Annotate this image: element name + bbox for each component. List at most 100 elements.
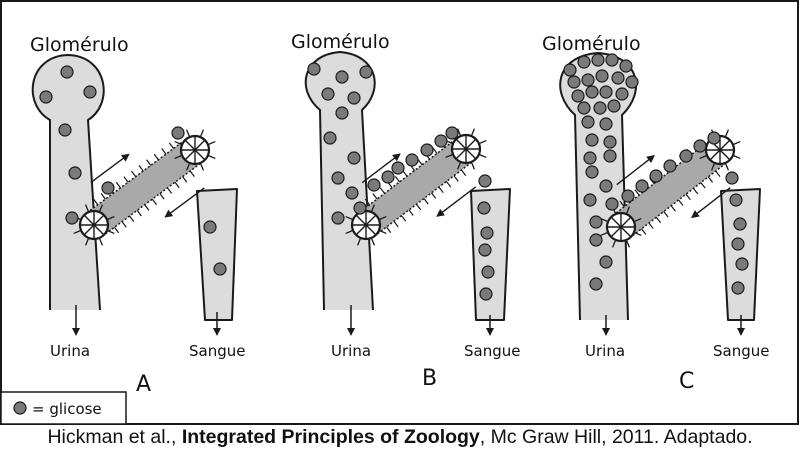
glucose-dot-icon bbox=[729, 193, 743, 207]
glucose-dot-icon bbox=[735, 257, 749, 271]
transporter-wheel-icon bbox=[73, 204, 115, 246]
carrier-tick bbox=[670, 205, 676, 212]
glucose-dot-icon bbox=[571, 89, 585, 103]
flow-arrow-up bbox=[616, 155, 655, 186]
carrier-tick bbox=[393, 220, 399, 228]
glucose-dot-icon bbox=[420, 143, 434, 157]
legend-text: = glicose bbox=[32, 400, 102, 418]
glucose-dot-icon bbox=[583, 151, 597, 165]
carrier-tick bbox=[408, 209, 414, 216]
carrier-tick bbox=[415, 203, 422, 211]
glucose-dot-icon bbox=[589, 233, 603, 247]
carrier-tick bbox=[146, 159, 152, 166]
glucose-dot-icon bbox=[649, 169, 663, 183]
panel-a-blood-label: Sangue bbox=[189, 342, 245, 360]
glucose-dot-icon bbox=[625, 75, 639, 89]
carrier-tick bbox=[167, 187, 173, 194]
carrier-tick bbox=[159, 193, 165, 200]
credit-suffix: , Mc Graw Hill, 2011. Adaptado. bbox=[479, 426, 753, 448]
flow-arrow-down bbox=[436, 186, 477, 217]
panel-b-glucose-dots bbox=[307, 62, 495, 301]
carrier-tick bbox=[182, 176, 188, 183]
glucose-dot-icon bbox=[478, 243, 492, 257]
legend: = glicose bbox=[0, 391, 127, 425]
carrier-tick bbox=[432, 147, 438, 154]
glucose-dot-icon bbox=[599, 179, 613, 193]
glucose-dot-icon bbox=[13, 401, 27, 415]
panel-b-transport-carrier bbox=[345, 128, 487, 246]
panel-b-capillary bbox=[470, 188, 511, 321]
glucose-dot-icon bbox=[347, 151, 361, 165]
carrier-tick bbox=[151, 198, 157, 206]
panel-b: Glomérulo Urina Sangue B bbox=[291, 31, 520, 391]
glucose-dot-icon bbox=[585, 133, 599, 147]
carrier-tick bbox=[641, 228, 647, 235]
glucose-dot-icon bbox=[567, 75, 581, 89]
glucose-dot-icon bbox=[603, 149, 617, 163]
panel-b-letter: B bbox=[422, 366, 437, 391]
glucose-dot-icon bbox=[335, 70, 349, 84]
glucose-dot-icon bbox=[65, 211, 79, 225]
flow-arrow-down bbox=[164, 187, 205, 218]
carrier-tick bbox=[113, 226, 120, 234]
glucose-dot-icon bbox=[621, 189, 635, 203]
glucose-dot-icon bbox=[323, 131, 337, 145]
panel-b-flow-arrows bbox=[361, 153, 477, 217]
carrier-tick bbox=[385, 226, 392, 233]
glucose-dot-icon bbox=[68, 166, 82, 180]
carrier-tick bbox=[153, 153, 159, 161]
glucose-dot-icon bbox=[563, 63, 577, 77]
panel-b-glomerulus-label: Glomérulo bbox=[291, 31, 390, 53]
carrier-tick bbox=[364, 198, 371, 206]
carrier-tick bbox=[129, 215, 135, 222]
glucose-dot-icon bbox=[605, 53, 619, 67]
glucose-dot-icon bbox=[593, 101, 607, 115]
glucose-dot-icon bbox=[359, 65, 373, 79]
glucose-dot-icon bbox=[171, 126, 185, 140]
carrier-tick bbox=[161, 148, 167, 155]
transporter-wheel-icon bbox=[345, 204, 387, 246]
carrier-tick bbox=[115, 181, 121, 189]
glucose-dot-icon bbox=[591, 53, 605, 67]
panel-a-glomerulus-tube bbox=[31, 54, 105, 311]
glucose-dot-icon bbox=[367, 178, 381, 192]
carrier-tick bbox=[648, 222, 654, 229]
panel-b-urine-label: Urina bbox=[331, 342, 371, 360]
figure-frame bbox=[0, 0, 799, 425]
glucose-dot-icon bbox=[589, 215, 603, 229]
carrier-tick bbox=[144, 204, 150, 211]
glucose-dot-icon bbox=[589, 277, 603, 291]
glucose-dot-icon bbox=[477, 201, 491, 215]
glucose-dot-icon bbox=[611, 71, 625, 85]
carrier-tick bbox=[460, 169, 467, 176]
carrier-tick bbox=[678, 199, 684, 206]
carrier-tick bbox=[138, 165, 144, 172]
transporter-wheel-icon bbox=[445, 128, 487, 170]
panel-c-blood-label: Sangue bbox=[713, 342, 769, 360]
panel-c-urine-label: Urina bbox=[585, 342, 625, 360]
carrier-tick bbox=[174, 181, 180, 189]
panel-a-transport-carrier bbox=[73, 129, 216, 246]
glucose-dot-icon bbox=[480, 226, 494, 240]
panel-a-flow-arrows bbox=[90, 153, 205, 218]
carrier-tick bbox=[655, 216, 662, 224]
glucose-dot-icon bbox=[347, 91, 361, 105]
glucose-dot-icon bbox=[345, 186, 359, 200]
glucose-dot-icon bbox=[733, 217, 747, 231]
glucose-dot-icon bbox=[39, 90, 53, 104]
flow-arrow-down bbox=[691, 187, 731, 219]
credit-book-title: Integrated Principles of Zoology bbox=[181, 426, 480, 448]
carrier-tick bbox=[372, 193, 378, 200]
glucose-dot-icon bbox=[605, 197, 619, 211]
carrier-tick bbox=[130, 170, 137, 177]
glucose-dot-icon bbox=[479, 287, 493, 301]
glucose-dot-icon bbox=[381, 170, 395, 184]
glucose-dot-icon bbox=[583, 193, 597, 207]
panel-a: Glomérulo Urina Sangue A bbox=[30, 34, 245, 397]
glucose-dot-icon bbox=[307, 62, 321, 76]
glucose-dot-icon bbox=[635, 179, 649, 193]
image-credit: Hickman et al., Integrated Principles of… bbox=[0, 426, 800, 449]
panel-a-urine-label: Urina bbox=[50, 342, 90, 360]
glucose-dot-icon bbox=[585, 85, 599, 99]
carrier-tick bbox=[121, 221, 127, 228]
